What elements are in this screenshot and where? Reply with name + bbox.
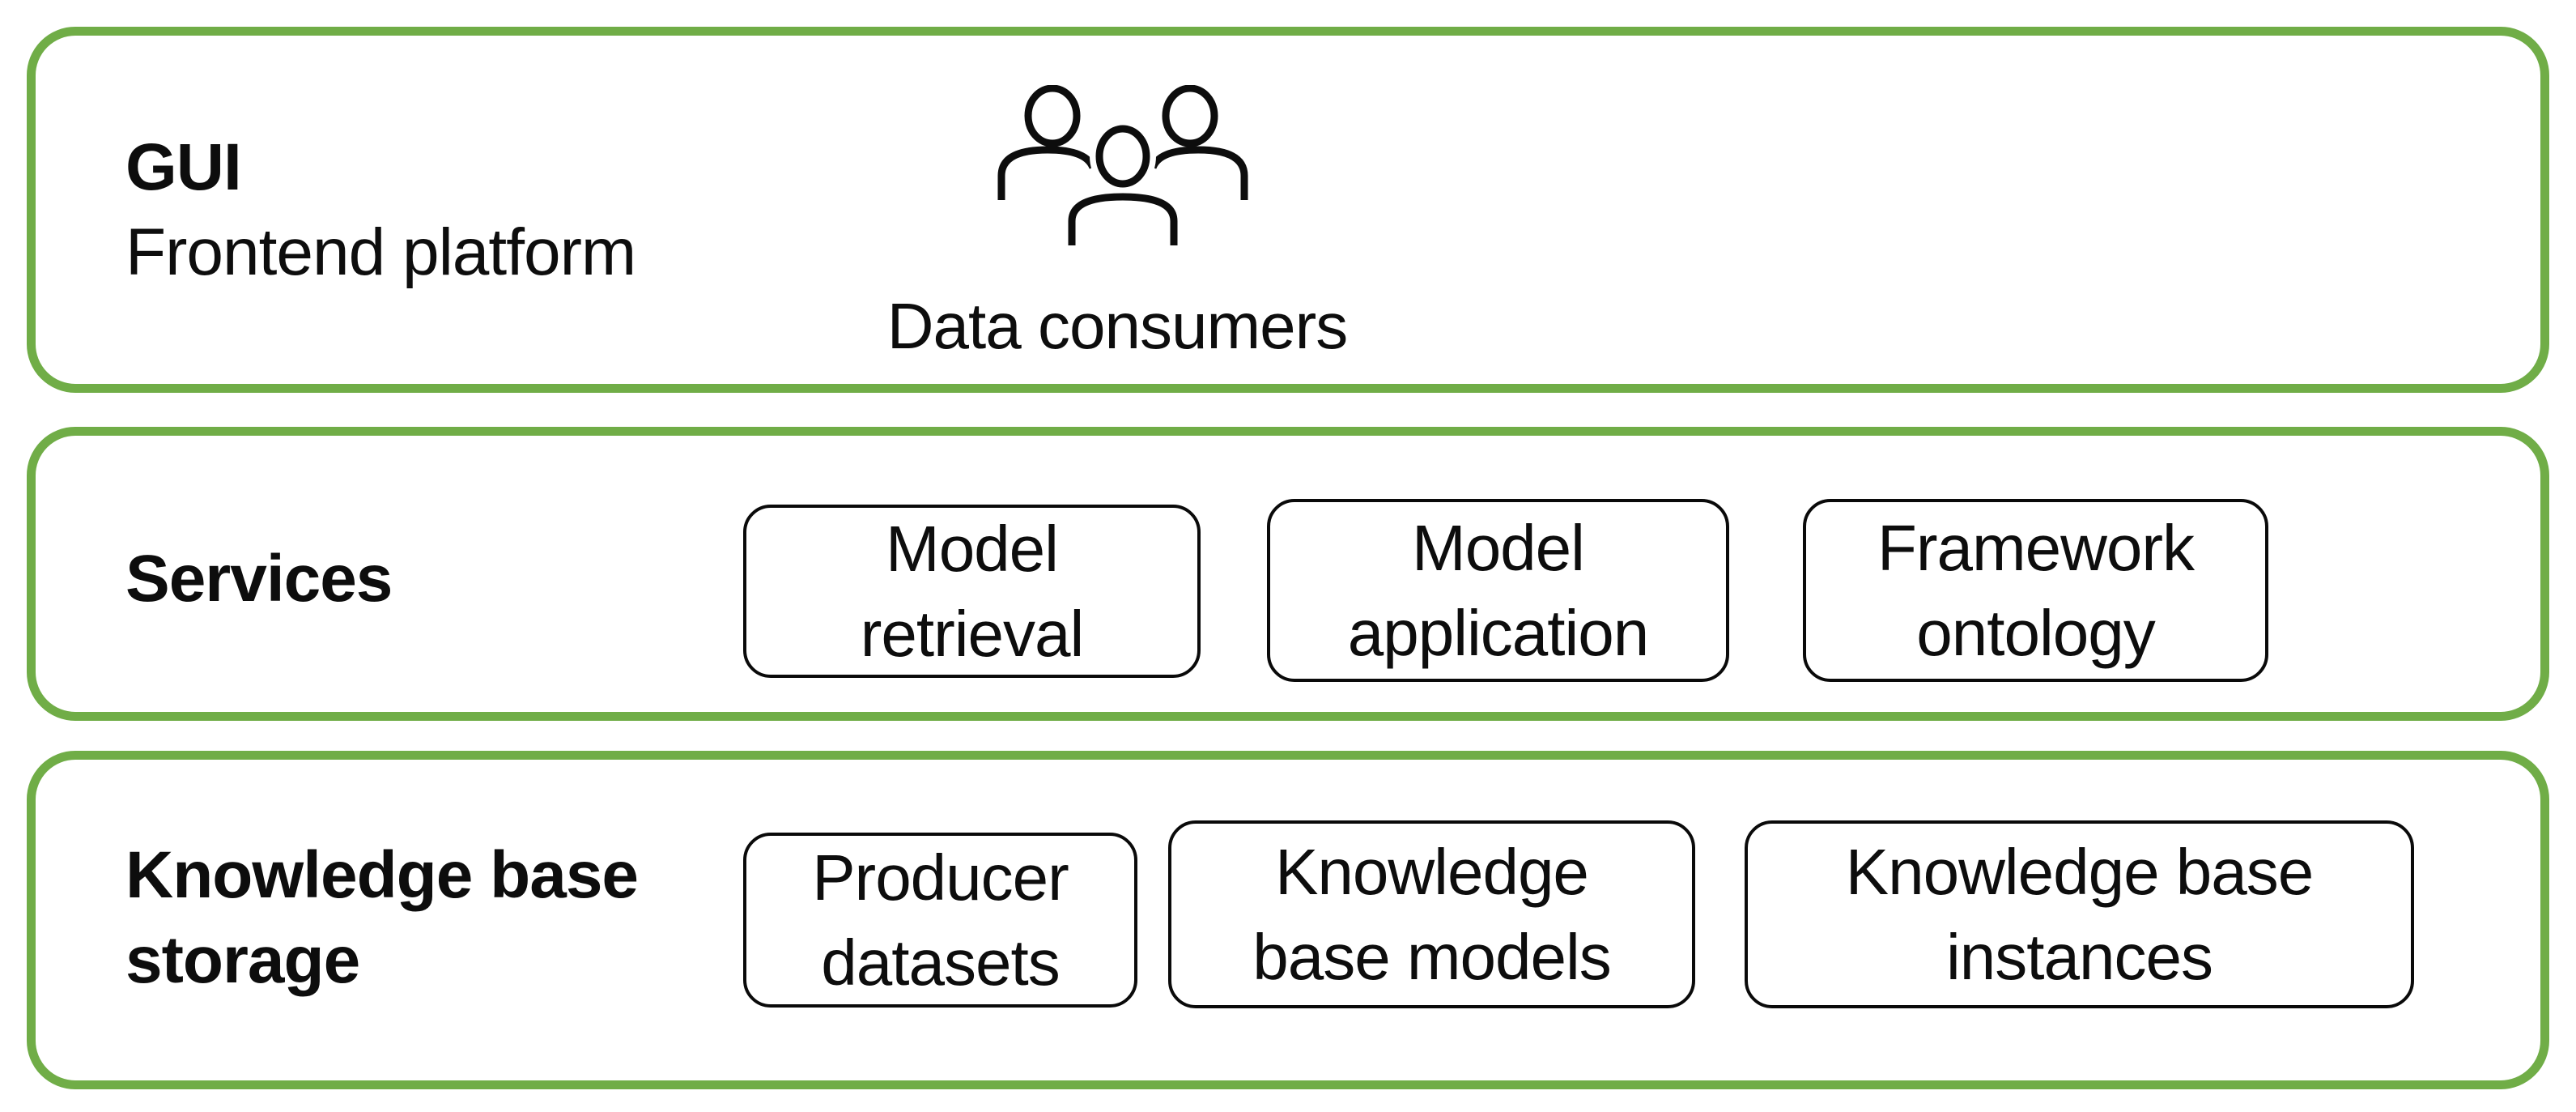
service-box-model-retrieval: Model retrieval	[743, 505, 1201, 678]
storage-box-knowledge-base-instances: Knowledge base instances	[1745, 820, 2414, 1008]
box-label-line: Producer	[812, 841, 1069, 914]
box-label-line: Framework	[1877, 512, 2195, 584]
box-label-line: instances	[1946, 921, 2213, 993]
services-layer-container: Services Model retrieval Model applicati…	[27, 427, 2549, 721]
storage-layer-title-line2: storage	[125, 923, 360, 997]
gui-layer-container: GUI Frontend platform Data consumers	[27, 27, 2549, 393]
box-label-line: retrieval	[860, 598, 1085, 670]
storage-layer-title-line1: Knowledge base	[125, 838, 639, 912]
storage-layer-container: Knowledge base storage Producer datasets…	[27, 751, 2549, 1089]
gui-layer-title-block: GUI Frontend platform	[125, 125, 636, 295]
box-label-line: application	[1347, 597, 1649, 669]
box-label-line: datasets	[821, 927, 1060, 999]
gui-layer-title: GUI	[125, 130, 242, 204]
box-label-line: Model	[1412, 512, 1585, 584]
box-label-line: Model	[886, 513, 1059, 585]
service-box-framework-ontology: Framework ontology	[1803, 499, 2268, 682]
storage-box-producer-datasets: Producer datasets	[743, 833, 1137, 1008]
storage-box-knowledge-base-models: Knowledge base models	[1168, 820, 1695, 1008]
box-label-line: ontology	[1916, 597, 2155, 669]
box-label-line: Knowledge	[1275, 836, 1589, 908]
data-consumers-caption: Data consumers	[886, 290, 1348, 362]
box-label-line: base models	[1252, 921, 1612, 993]
services-layer-title: Services	[125, 542, 393, 616]
service-box-model-application: Model application	[1267, 499, 1729, 682]
gui-layer-subtitle: Frontend platform	[125, 215, 636, 289]
storage-layer-title-block: Knowledge base storage	[125, 833, 639, 1003]
box-label-line: Knowledge base	[1845, 836, 2315, 908]
people-group-icon	[997, 85, 1248, 245]
